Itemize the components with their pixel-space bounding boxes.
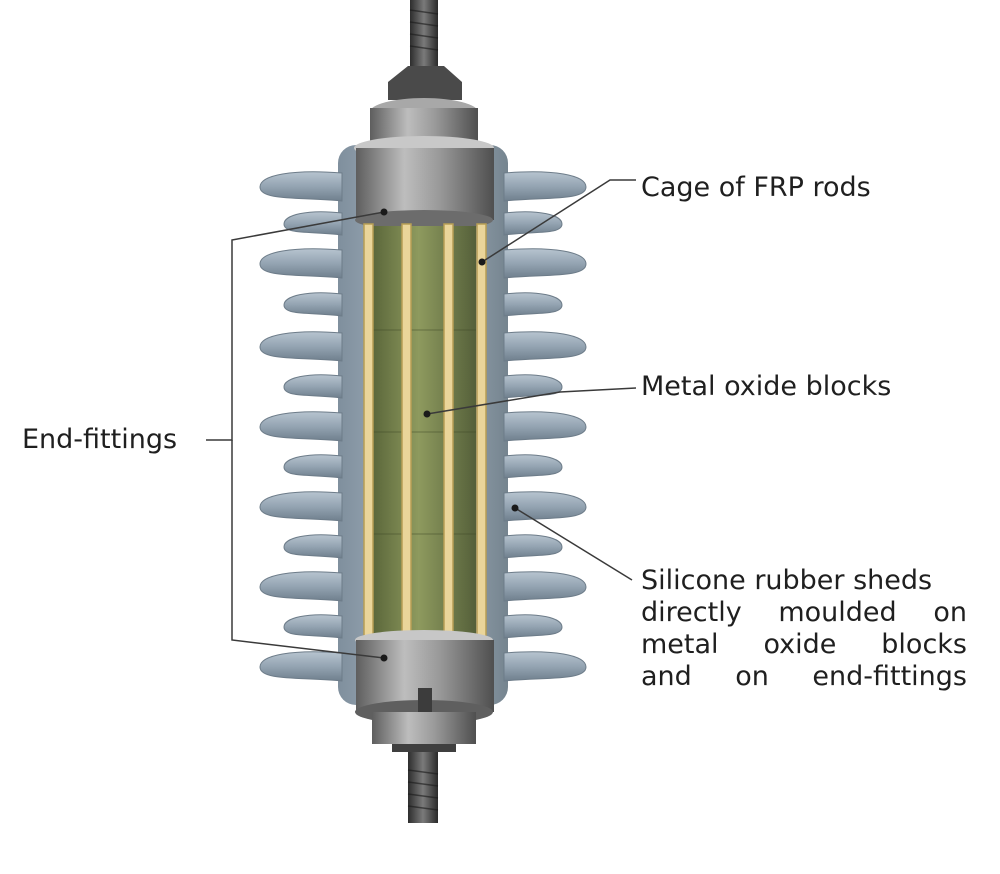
shed (503, 534, 563, 559)
shed (503, 171, 587, 202)
shed (503, 374, 563, 399)
sheds-line: Silicone rubber sheds (641, 565, 933, 596)
bottom-end-fitting (355, 630, 494, 744)
shed (283, 374, 343, 399)
shed (283, 292, 343, 317)
sheds-line: metal oxide blocks (641, 629, 967, 660)
label-end-fittings: End-fittings (22, 424, 178, 455)
shed (283, 534, 343, 559)
shed (503, 411, 587, 442)
shed (283, 211, 343, 236)
top-end-fitting (354, 98, 494, 230)
shed (503, 454, 563, 479)
sheds-line: and on end-fittings (641, 661, 967, 692)
label-metal-oxide-blocks: Metal oxide blocks (641, 371, 892, 402)
shed (283, 454, 343, 479)
shed (503, 571, 587, 602)
shed (259, 491, 343, 522)
leader-dots (380, 208, 519, 662)
shed (259, 171, 343, 202)
shed (503, 331, 587, 362)
shed (259, 651, 343, 682)
silicone-sheds (259, 171, 587, 682)
shed (259, 331, 343, 362)
label-cage-of-frp-rods: Cage of FRP rods (641, 172, 871, 203)
top-nut (388, 66, 462, 100)
shed (259, 411, 343, 442)
shed (283, 614, 343, 639)
sheds-line: directly moulded on (641, 597, 967, 628)
label-silicone-sheds: Silicone rubber sheds directly moulded o… (641, 565, 967, 693)
shed (503, 651, 587, 682)
shed (503, 248, 587, 279)
shed (503, 614, 563, 639)
shed (259, 248, 343, 279)
shed (503, 211, 563, 236)
shed (503, 292, 563, 317)
leader-lines (206, 179, 637, 659)
shed (259, 571, 343, 602)
